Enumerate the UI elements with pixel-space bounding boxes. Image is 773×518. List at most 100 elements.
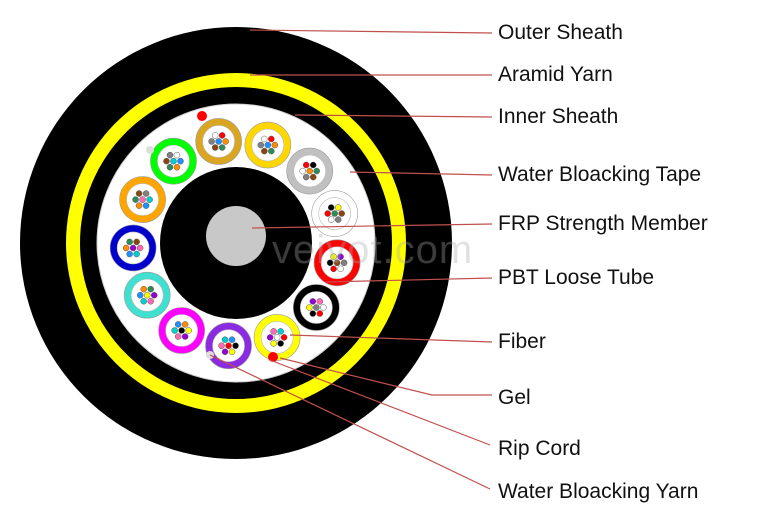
leader-water-blocking-tape	[349, 171, 493, 176]
fiber	[221, 336, 229, 343]
fiber	[208, 138, 215, 145]
fiber	[174, 321, 182, 328]
fiber	[135, 190, 143, 197]
fiber	[268, 147, 275, 155]
fiber	[330, 253, 337, 260]
fiber	[309, 298, 317, 305]
fiber	[126, 238, 133, 246]
fiber	[264, 141, 272, 149]
fiber	[136, 244, 144, 252]
pbt-loose-tube	[109, 224, 157, 272]
fiber	[177, 157, 184, 165]
fiber	[309, 173, 317, 181]
fiber	[218, 132, 226, 139]
leader-inner-sheath	[294, 114, 493, 118]
pbt-loose-tube	[253, 314, 301, 361]
fiber	[338, 210, 345, 217]
leader-rip-cord	[269, 359, 491, 446]
leader-lines	[209, 29, 493, 490]
label-gel: Gel	[498, 386, 531, 409]
fiber	[222, 138, 229, 145]
fiber	[166, 163, 174, 171]
watermark: veivot.com	[272, 228, 474, 272]
fiber	[170, 157, 177, 165]
label-water-blocking-yarn: Water Bloacking Yarn	[498, 480, 699, 503]
fiber	[178, 327, 185, 334]
fiber	[277, 340, 284, 347]
fiber	[140, 285, 147, 293]
fiber	[218, 144, 226, 151]
pbt-loose-tube	[119, 176, 166, 223]
fiber	[215, 138, 222, 145]
fiber	[316, 310, 324, 317]
fiber	[133, 238, 140, 246]
fiber	[181, 321, 189, 328]
fiber	[337, 253, 344, 260]
frp-strength-member	[206, 206, 266, 266]
fiber	[330, 265, 337, 273]
fiber	[316, 298, 324, 305]
fiber	[142, 190, 150, 197]
fiber	[139, 196, 146, 203]
fiber	[142, 202, 150, 209]
pbt-loose-tubes-group	[109, 118, 361, 370]
fiber	[185, 327, 192, 334]
fiber	[228, 348, 236, 356]
label-frp-strength-member: FRP Strength Member	[498, 212, 708, 235]
label-pbt-loose-tube: PBT Loose Tube	[498, 266, 655, 289]
fiber	[173, 151, 181, 159]
leader-water-blocking-yarn	[209, 354, 491, 490]
leader-outer-sheath	[249, 29, 493, 34]
fiber	[146, 196, 153, 203]
label-rip-cord: Rip Cord	[498, 437, 581, 460]
fiber	[166, 151, 174, 159]
pbt-loose-tube	[293, 284, 340, 331]
label-aramid-yarn: Aramid Yarn	[498, 63, 613, 86]
fiber	[266, 334, 274, 341]
fiber	[302, 173, 310, 181]
fiber	[228, 336, 236, 343]
fiber	[334, 216, 342, 223]
fiber	[257, 141, 265, 149]
fiber	[324, 210, 331, 217]
fiber	[221, 348, 229, 356]
fiber	[140, 298, 147, 305]
fiber	[174, 333, 182, 340]
fiber	[302, 161, 310, 169]
fiber	[270, 340, 277, 347]
label-inner-sheath: Inner Sheath	[498, 105, 619, 128]
fiber	[136, 291, 144, 299]
pbt-loose-tube	[205, 322, 252, 370]
fiber	[126, 250, 133, 258]
fiber	[327, 216, 335, 223]
pbt-loose-tube	[313, 239, 361, 287]
fiber	[218, 342, 225, 349]
pbt-loose-tube	[286, 147, 334, 195]
leader-fiber	[289, 334, 493, 343]
fiber	[211, 144, 219, 151]
fiber	[150, 291, 158, 299]
fiber	[309, 310, 317, 317]
water-blocking-yarn-dot	[146, 146, 154, 154]
rip-cord-bottom	[268, 352, 278, 362]
pbt-loose-tube	[150, 137, 197, 185]
fiber	[280, 334, 288, 341]
pbt-loose-tube	[158, 307, 205, 354]
fiber	[273, 334, 281, 341]
fiber	[147, 298, 154, 305]
fiber	[135, 202, 143, 209]
fiber	[271, 141, 279, 149]
fiber	[232, 342, 239, 349]
pbt-loose-tube	[244, 121, 292, 169]
fiber	[122, 244, 130, 252]
label-fiber: Fiber	[498, 330, 546, 353]
fiber	[163, 157, 170, 165]
fiber	[132, 196, 139, 203]
fiber	[173, 163, 181, 171]
leader-pbt-loose-tube	[325, 277, 493, 283]
leader-gel	[279, 357, 492, 396]
fiber	[211, 132, 219, 139]
fiber	[337, 265, 344, 273]
pbt-loose-tube	[195, 118, 242, 165]
